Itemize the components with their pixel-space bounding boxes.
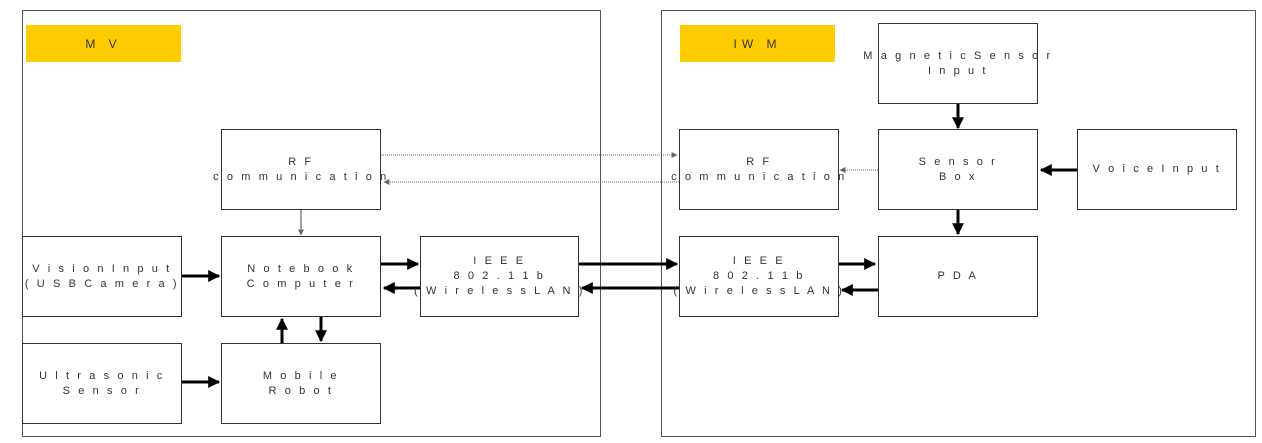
node-label-line: S e n s o r (62, 384, 142, 397)
node-label-line: I E E E (732, 255, 786, 267)
node-label: R F c o m m u n i c a t i o n (671, 155, 847, 185)
node-label: M o b i l e R o b o t (263, 369, 339, 399)
node-label-line: M o b i l e (262, 369, 340, 382)
node-label: M a g n e t i c S e n s o r I n p u t (863, 49, 1052, 79)
node-label-line: c o m m u n i c a t i o n (213, 170, 389, 183)
node-label-line: N o t e b o o k (247, 262, 355, 275)
ieee-80211b-mv-box: I E E E 8 0 2 . 1 1 b ( W i r e l e s s L … (414, 236, 582, 317)
node-label: S e n s o r B o x (919, 155, 998, 185)
node-label-line: 8 0 2 . 1 1 b (713, 270, 805, 282)
sensor-box: S e n s o r B o x (878, 129, 1038, 210)
node-label: N o t e b o o k C o m p u t e r (247, 262, 356, 292)
node-label-line: R F (746, 155, 772, 168)
node-label-line: c o m m u n i c a t i o n (671, 170, 847, 183)
notebook-computer-box: N o t e b o o k C o m p u t e r (221, 236, 381, 317)
mv-section-label: M V (26, 25, 181, 62)
ultrasonic-sensor-box: U l t r a s o n i c S e n s o r (22, 343, 182, 424)
node-label-line: R o b o t (268, 384, 334, 397)
node-label: I E E E 8 0 2 . 1 1 b ( W i r e l e s s L … (414, 254, 585, 299)
node-label-line: ( W i r e l e s s L A N ) (673, 285, 845, 297)
node-label: U l t r a s o n i c S e n s o r (39, 369, 165, 399)
pda-box: P D A (878, 236, 1038, 317)
node-label-line: I E E E (473, 255, 526, 267)
node-label-line: 8 0 2 . 1 1 b (453, 270, 546, 282)
node-label-line: M a g n e t i c S e n s o r (863, 49, 1053, 62)
mobile-robot-box: M o b i l e R o b o t (221, 343, 381, 424)
node-label-line: V i s i o n I n p u t (32, 262, 172, 275)
iwm-section-label: IW M (680, 25, 835, 62)
node-label-line: B o x (938, 170, 978, 183)
node-label-line: U l t r a s o n i c (39, 369, 165, 382)
node-label-line: R F (288, 155, 314, 168)
node-label-line: V o i c e I n p u t (1092, 163, 1222, 175)
node-label: R F c o m m u n i c a t i o n (213, 155, 389, 185)
node-label: P D A (938, 269, 979, 284)
node-label-line: P D A (937, 270, 979, 282)
rf-communication-iwm-box: R F c o m m u n i c a t i o n (671, 129, 844, 210)
node-label-line: ( W i r e l e s s L A N ) (414, 285, 585, 297)
ieee-80211b-iwm-box: I E E E 8 0 2 . 1 1 b ( W i r e l e s s L … (674, 236, 842, 317)
node-label: V i s i o n I n p u t ( U S B C a m e r a… (25, 262, 179, 292)
magnetic-sensor-input-box: M a g n e t i c S e n s o r I n p u t (863, 23, 1050, 104)
voice-input-box: V o i c e I n p u t (1077, 129, 1237, 210)
rf-communication-mv-box: R F c o m m u n i c a t i o n (213, 129, 386, 210)
node-label-line: I n p u t (927, 64, 989, 77)
node-label-line: C o m p u t e r (246, 277, 356, 290)
node-label-line: ( U S B C a m e r a ) (24, 277, 180, 290)
node-label: I E E E 8 0 2 . 1 1 b ( W i r e l e s s L … (674, 254, 845, 299)
node-label-line: S e n s o r (918, 155, 998, 168)
vision-input-box: V i s i o n I n p u t ( U S B C a m e r a… (22, 236, 182, 317)
node-label: V o i c e I n p u t (1093, 162, 1222, 177)
